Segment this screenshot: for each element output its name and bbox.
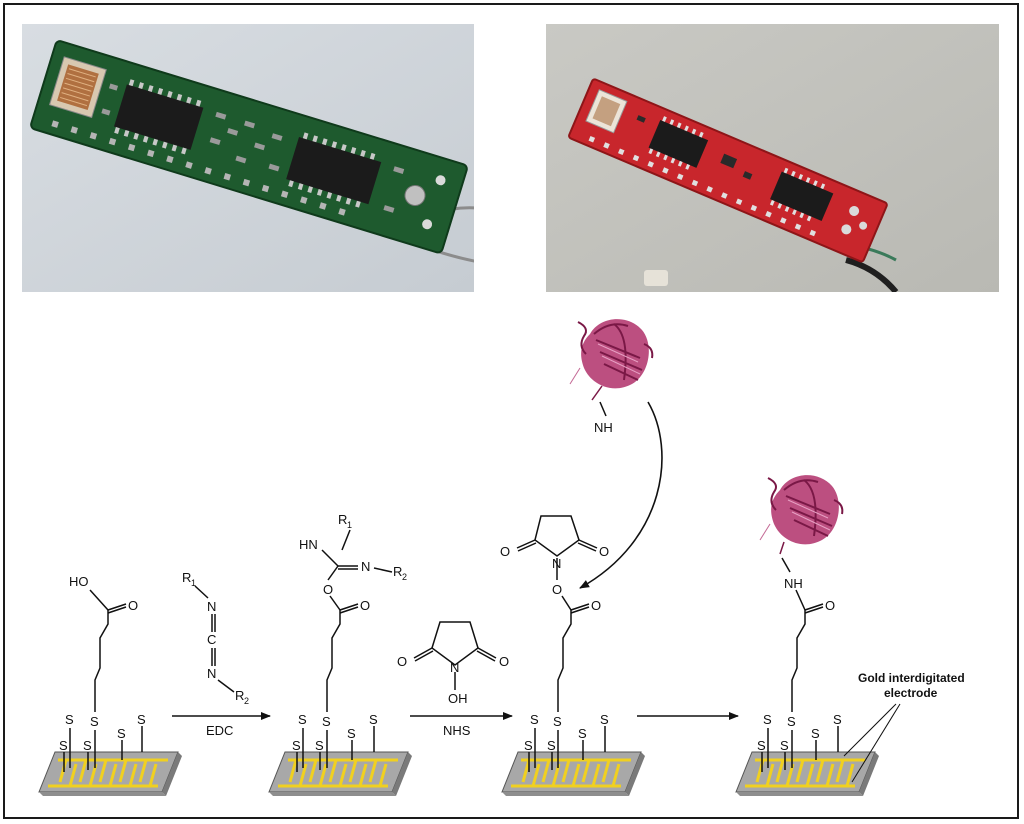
amide-linkage [781, 557, 824, 712]
bond-protein-nh-top [599, 401, 607, 417]
svg-text:S: S [90, 714, 99, 729]
thiol-labels-3: S S S S S S [524, 712, 609, 753]
r1-sub-label-2: 1 [347, 520, 352, 530]
carbonyl-o-label-2: O [360, 598, 370, 613]
succinimide-o-left-3: O [500, 544, 510, 559]
o-acylisourea-intermediate [321, 529, 359, 712]
svg-text:2: 2 [244, 696, 249, 706]
gold-electrode-1 [38, 751, 182, 796]
green-pcb-photo [22, 24, 474, 292]
svg-text:S: S [553, 714, 562, 729]
nh-label-bottom: NH [784, 576, 803, 591]
svg-text:1: 1 [191, 578, 196, 588]
thiol-anchors-1 [63, 726, 143, 772]
svg-text:S: S [787, 714, 796, 729]
carbonyl-o-label-4: O [825, 598, 835, 613]
succinimide-o-right-3: O [599, 544, 609, 559]
thiol-labels-2: S S S S S S [292, 712, 378, 753]
bond-n-r2 [373, 567, 393, 573]
svg-text:S: S [757, 738, 766, 753]
svg-text:N: N [207, 666, 216, 681]
edc-carbodiimide: R 1 N C N R 2 [182, 570, 249, 706]
gold-electrode-4 [735, 751, 879, 796]
nhs-ester-intermediate [516, 515, 598, 712]
carbonyl-o-label-3: O [591, 598, 601, 613]
svg-text:S: S [347, 726, 356, 741]
ester-o-label-2: O [323, 582, 333, 597]
svg-text:S: S [298, 712, 307, 727]
succinimide-n-label-3: N [552, 556, 561, 571]
green-pcb-image [22, 24, 474, 292]
carbonyl-o-label-1: O [128, 598, 138, 613]
edc-label: EDC [206, 723, 233, 738]
imine-n-label-2: N [361, 559, 370, 574]
nhs-label: NHS [443, 723, 471, 738]
curved-arrow-amine-attack [579, 401, 663, 589]
thiol-labels-4: S S S S S S [757, 712, 842, 753]
svg-text:S: S [65, 712, 74, 727]
protein-ribbon-top [569, 319, 654, 401]
thiol-anchors-3 [528, 726, 606, 772]
svg-text:R: R [235, 688, 244, 703]
svg-text:S: S [833, 712, 842, 727]
nhs-oh: OH [448, 691, 468, 706]
nhs-o-right: O [499, 654, 509, 669]
svg-text:S: S [117, 726, 126, 741]
electrode-callout: Gold interdigitated electrode [843, 671, 965, 783]
svg-text:Gold interdigitated: Gold interdigitated [858, 671, 965, 685]
nhs-molecule [413, 621, 497, 690]
svg-text:S: S [369, 712, 378, 727]
thiol-labels-1: S S S S S S [59, 712, 146, 753]
hydroxyl-label-1: HO [69, 574, 89, 589]
svg-text:S: S [811, 726, 820, 741]
svg-text:S: S [322, 714, 331, 729]
svg-text:S: S [137, 712, 146, 727]
svg-text:R: R [182, 570, 191, 585]
thiol-anchors-4 [761, 726, 839, 772]
nh-label-top: NH [594, 420, 613, 435]
svg-text:S: S [763, 712, 772, 727]
red-pcb-photo [546, 24, 999, 292]
svg-text:N: N [207, 599, 216, 614]
svg-text:C: C [207, 632, 216, 647]
nhs-o-left: O [397, 654, 407, 669]
r2-label-2: R [393, 564, 402, 579]
svg-text:electrode: electrode [884, 686, 938, 700]
gold-electrode-2 [268, 751, 412, 796]
svg-text:S: S [578, 726, 587, 741]
svg-text:S: S [530, 712, 539, 727]
hn-label-2: HN [299, 537, 318, 552]
svg-text:S: S [59, 738, 68, 753]
svg-text:S: S [524, 738, 533, 753]
carboxyl-chain-1 [89, 589, 127, 712]
gold-electrode-3 [501, 751, 645, 796]
nhs-n: N [450, 660, 459, 675]
svg-text:S: S [315, 738, 324, 753]
thiol-anchors-2 [296, 726, 375, 772]
r1-label-2: R [338, 512, 347, 527]
red-pcb-image [546, 24, 999, 292]
ester-o-label-3: O [552, 582, 562, 597]
svg-text:S: S [780, 738, 789, 753]
svg-text:S: S [292, 738, 301, 753]
svg-text:S: S [600, 712, 609, 727]
svg-text:S: S [83, 738, 92, 753]
r2-sub-label-2: 2 [402, 572, 407, 582]
protein-ribbon-bottom [759, 475, 844, 555]
svg-text:S: S [547, 738, 556, 753]
